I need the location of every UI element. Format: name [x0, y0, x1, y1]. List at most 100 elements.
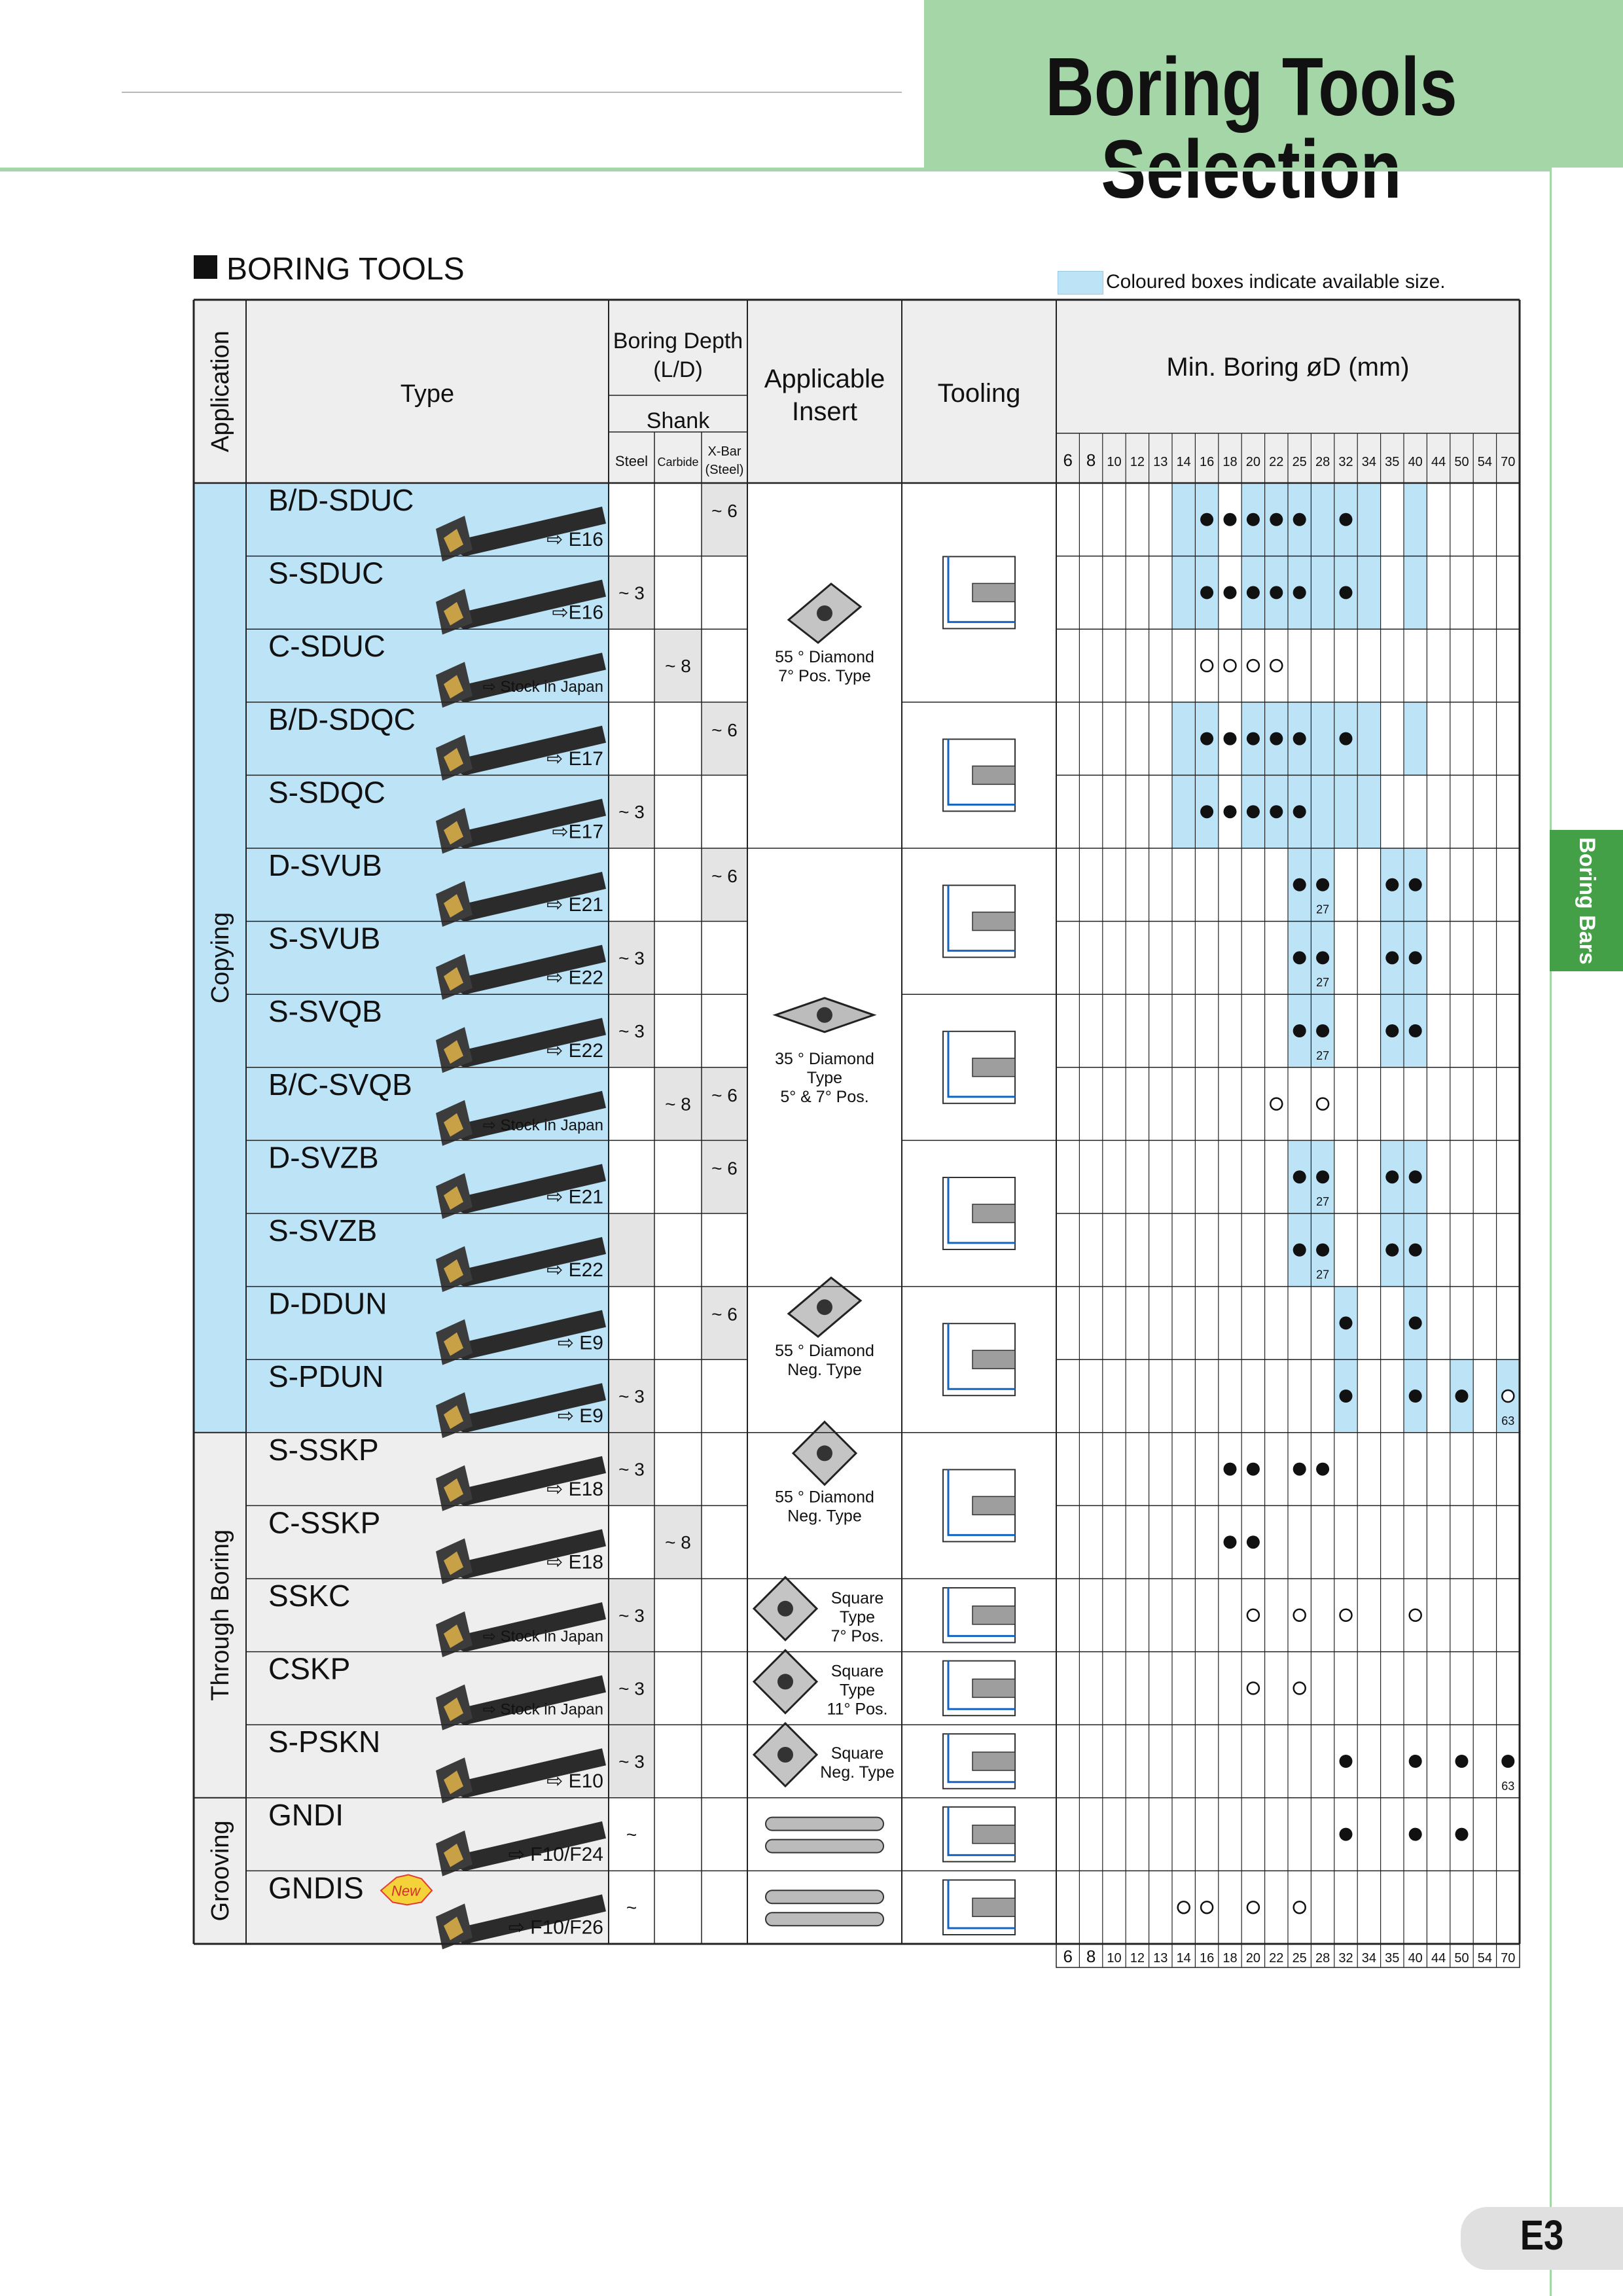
steel-depth: ~	[626, 1897, 637, 1918]
group-bg	[194, 483, 246, 1433]
available-full-dot	[1385, 951, 1399, 965]
size-subscript: 27	[1316, 1049, 1329, 1062]
tooling-bar-shape	[972, 1058, 1016, 1077]
insert-description: 7° Pos. Type	[778, 667, 871, 685]
available-size-cell	[1311, 702, 1334, 776]
diameter-label: 40	[1408, 455, 1423, 469]
xbar-depth: ~ 6	[711, 1085, 738, 1105]
available-size-cell	[1334, 775, 1358, 848]
tool-bar-image	[438, 944, 606, 995]
steel-cell-bg	[609, 1213, 654, 1287]
available-half-dot	[1293, 1900, 1306, 1914]
insert-tip-image	[444, 1697, 463, 1721]
insert-tip-image	[444, 1551, 463, 1575]
insert-tip-image	[444, 967, 463, 991]
steel-depth: ~ 3	[618, 802, 645, 822]
available-size-cell	[1311, 483, 1334, 556]
steel-depth: ~ 3	[618, 583, 645, 603]
insert-tip-image	[444, 1478, 463, 1502]
catalog-page-ref: ⇨ E9	[558, 1405, 603, 1427]
available-full-dot	[1339, 512, 1353, 526]
tooling-bar-shape	[972, 583, 1016, 603]
diameter-footer-label: 8	[1086, 1946, 1096, 1966]
catalog-page-ref: ⇨ E18	[546, 1479, 603, 1500]
diameter-label: 14	[1177, 455, 1191, 469]
tooling-profile-line	[947, 556, 1015, 623]
insert-hole-icon	[777, 1747, 793, 1763]
min-boring-header: Min. Boring øD (mm)	[1166, 353, 1409, 382]
tool-type-name: S-SVQB	[268, 994, 382, 1028]
available-full-dot	[1200, 586, 1214, 600]
catalog-page-ref: ⇨ E16	[546, 529, 603, 550]
available-full-dot	[1339, 586, 1353, 600]
available-size-cell	[1404, 556, 1427, 630]
legend-swatch	[1058, 271, 1103, 295]
available-full-dot	[1246, 1535, 1260, 1549]
tool-type-name: B/C-SVQB	[268, 1067, 412, 1102]
available-half-dot	[1501, 1389, 1515, 1403]
steel-depth: ~ 3	[618, 1386, 645, 1407]
catalog-page-ref: ⇨E17	[552, 821, 603, 842]
tool-bar-image	[438, 653, 606, 703]
catalog-page-ref: ⇨ Stock in Japan	[483, 1117, 603, 1134]
steel-depth: ~ 3	[618, 1751, 645, 1772]
available-full-dot	[1293, 1243, 1306, 1257]
insert-header: Applicable	[764, 365, 885, 393]
tool-type-name: CSKP	[268, 1652, 350, 1686]
available-full-dot	[1293, 951, 1306, 965]
insert-tip-image	[444, 675, 463, 699]
available-full-dot	[1223, 586, 1237, 600]
catalog-page-ref: ⇨E16	[552, 602, 603, 624]
tooling-bar-shape	[972, 1204, 1016, 1223]
diameter-label: 35	[1385, 455, 1399, 469]
tooling-bar-shape	[972, 1897, 1016, 1917]
available-size-cell	[1357, 483, 1381, 556]
tooling-bar-shape	[972, 1678, 1016, 1698]
xbar-header: X-Bar	[707, 444, 741, 459]
steel-cell-bg	[609, 994, 654, 1067]
tool-bar-image	[438, 1310, 606, 1360]
available-full-dot	[1246, 586, 1260, 600]
legend-text: Coloured boxes indicate available size.	[1106, 271, 1446, 293]
tool-bar-image	[438, 1602, 606, 1652]
available-half-dot	[1408, 1608, 1422, 1623]
available-full-dot	[1501, 1755, 1515, 1768]
tooling-bar-shape	[972, 911, 1016, 931]
insert-hole-icon	[777, 1674, 793, 1690]
available-full-dot	[1316, 1170, 1330, 1184]
diameter-footer-label: 44	[1431, 1951, 1446, 1965]
tool-type-name: S-SVZB	[268, 1213, 377, 1247]
diameter-label: 34	[1362, 455, 1376, 469]
available-full-dot	[1246, 1462, 1260, 1476]
available-full-dot	[1339, 1827, 1353, 1841]
xbar-depth: ~ 6	[711, 1304, 738, 1325]
tooling-profile-line	[947, 1177, 1015, 1244]
available-full-dot	[1316, 1243, 1330, 1257]
diameter-footer-label: 13	[1153, 1951, 1168, 1965]
diameter-footer-label: 10	[1107, 1951, 1121, 1965]
diameter-label: 20	[1246, 455, 1260, 469]
available-size-cell	[1172, 556, 1196, 630]
available-full-dot	[1408, 951, 1422, 965]
insert-hole-icon	[777, 1600, 793, 1617]
diameter-label: 16	[1200, 455, 1214, 469]
steel-cell-bg	[609, 1432, 654, 1506]
steel-cell-bg	[609, 556, 654, 630]
insert-description: 55 ° Diamond	[775, 1488, 874, 1506]
application-header: Application	[207, 331, 234, 452]
insert-tip-image	[444, 1770, 463, 1795]
tooling-bar-shape	[972, 1496, 1016, 1516]
available-half-dot	[1246, 1608, 1260, 1623]
boring-depth-header: Boring Depth	[613, 329, 743, 353]
carbide-depth: ~ 8	[665, 1532, 691, 1552]
available-size-cell	[1172, 775, 1196, 848]
available-size-cell	[1311, 556, 1334, 630]
diameter-footer-label: 22	[1269, 1951, 1283, 1965]
side-tab[interactable]	[1550, 830, 1623, 971]
tool-type-name: S-SSKP	[268, 1433, 379, 1467]
available-full-dot	[1339, 1316, 1353, 1330]
new-badge-label: New	[391, 1882, 421, 1899]
tool-type-name: B/D-SDQC	[268, 702, 416, 736]
catalog-page-ref: ⇨ E22	[546, 1040, 603, 1062]
tool-type-name: GNDI	[268, 1798, 344, 1832]
